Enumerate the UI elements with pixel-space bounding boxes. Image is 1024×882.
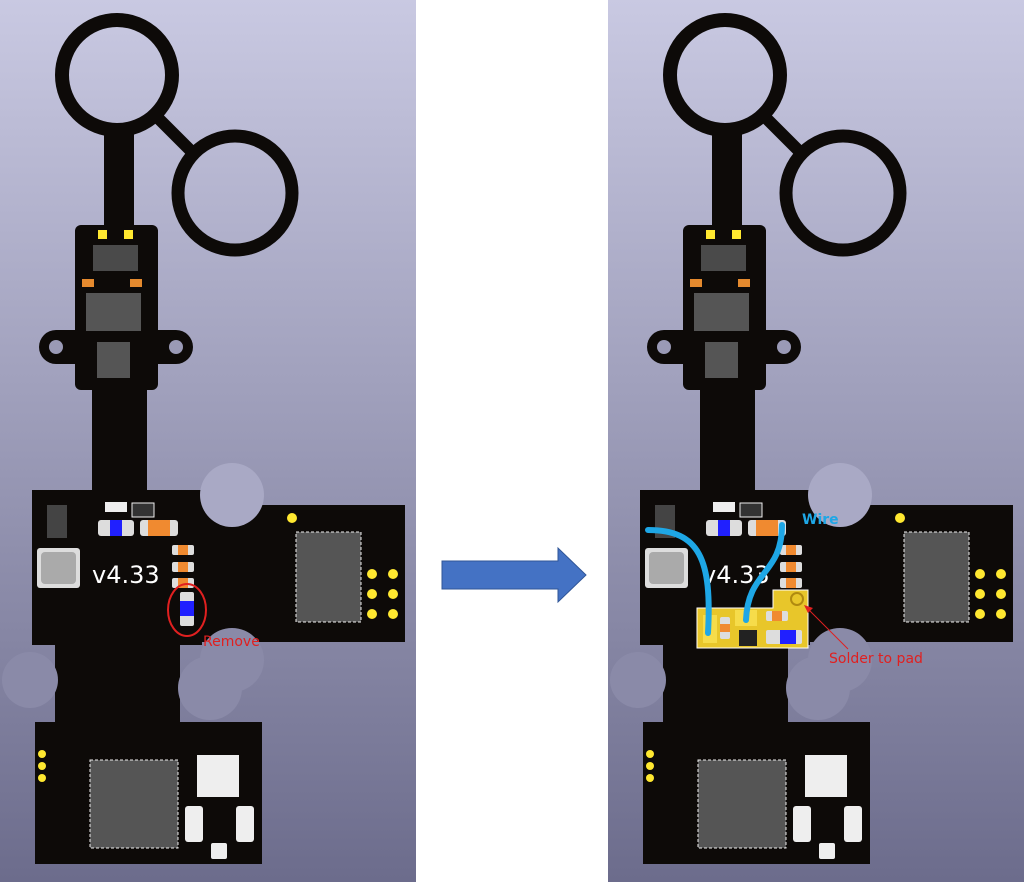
wire-right	[743, 522, 785, 623]
remove-annotation: Remove	[203, 634, 260, 650]
addon-board	[696, 589, 809, 649]
pointer-arrowhead-icon	[804, 605, 813, 613]
right-arrow-icon	[441, 546, 587, 604]
wire-left	[645, 527, 712, 636]
pad-pointer-line	[805, 606, 849, 650]
solder-annotation: Solder to pad	[829, 651, 923, 667]
remove-highlight-circle	[167, 583, 207, 637]
version-label: v4.33	[92, 561, 160, 589]
before-board: v4.33 Remove	[2, 20, 405, 864]
resistor-to-remove	[180, 592, 194, 626]
solder-pad	[790, 592, 804, 606]
after-board: v4.33 Wire Solder to pad	[610, 20, 1013, 864]
separator	[416, 0, 608, 882]
wire-label: Wire	[802, 512, 839, 528]
